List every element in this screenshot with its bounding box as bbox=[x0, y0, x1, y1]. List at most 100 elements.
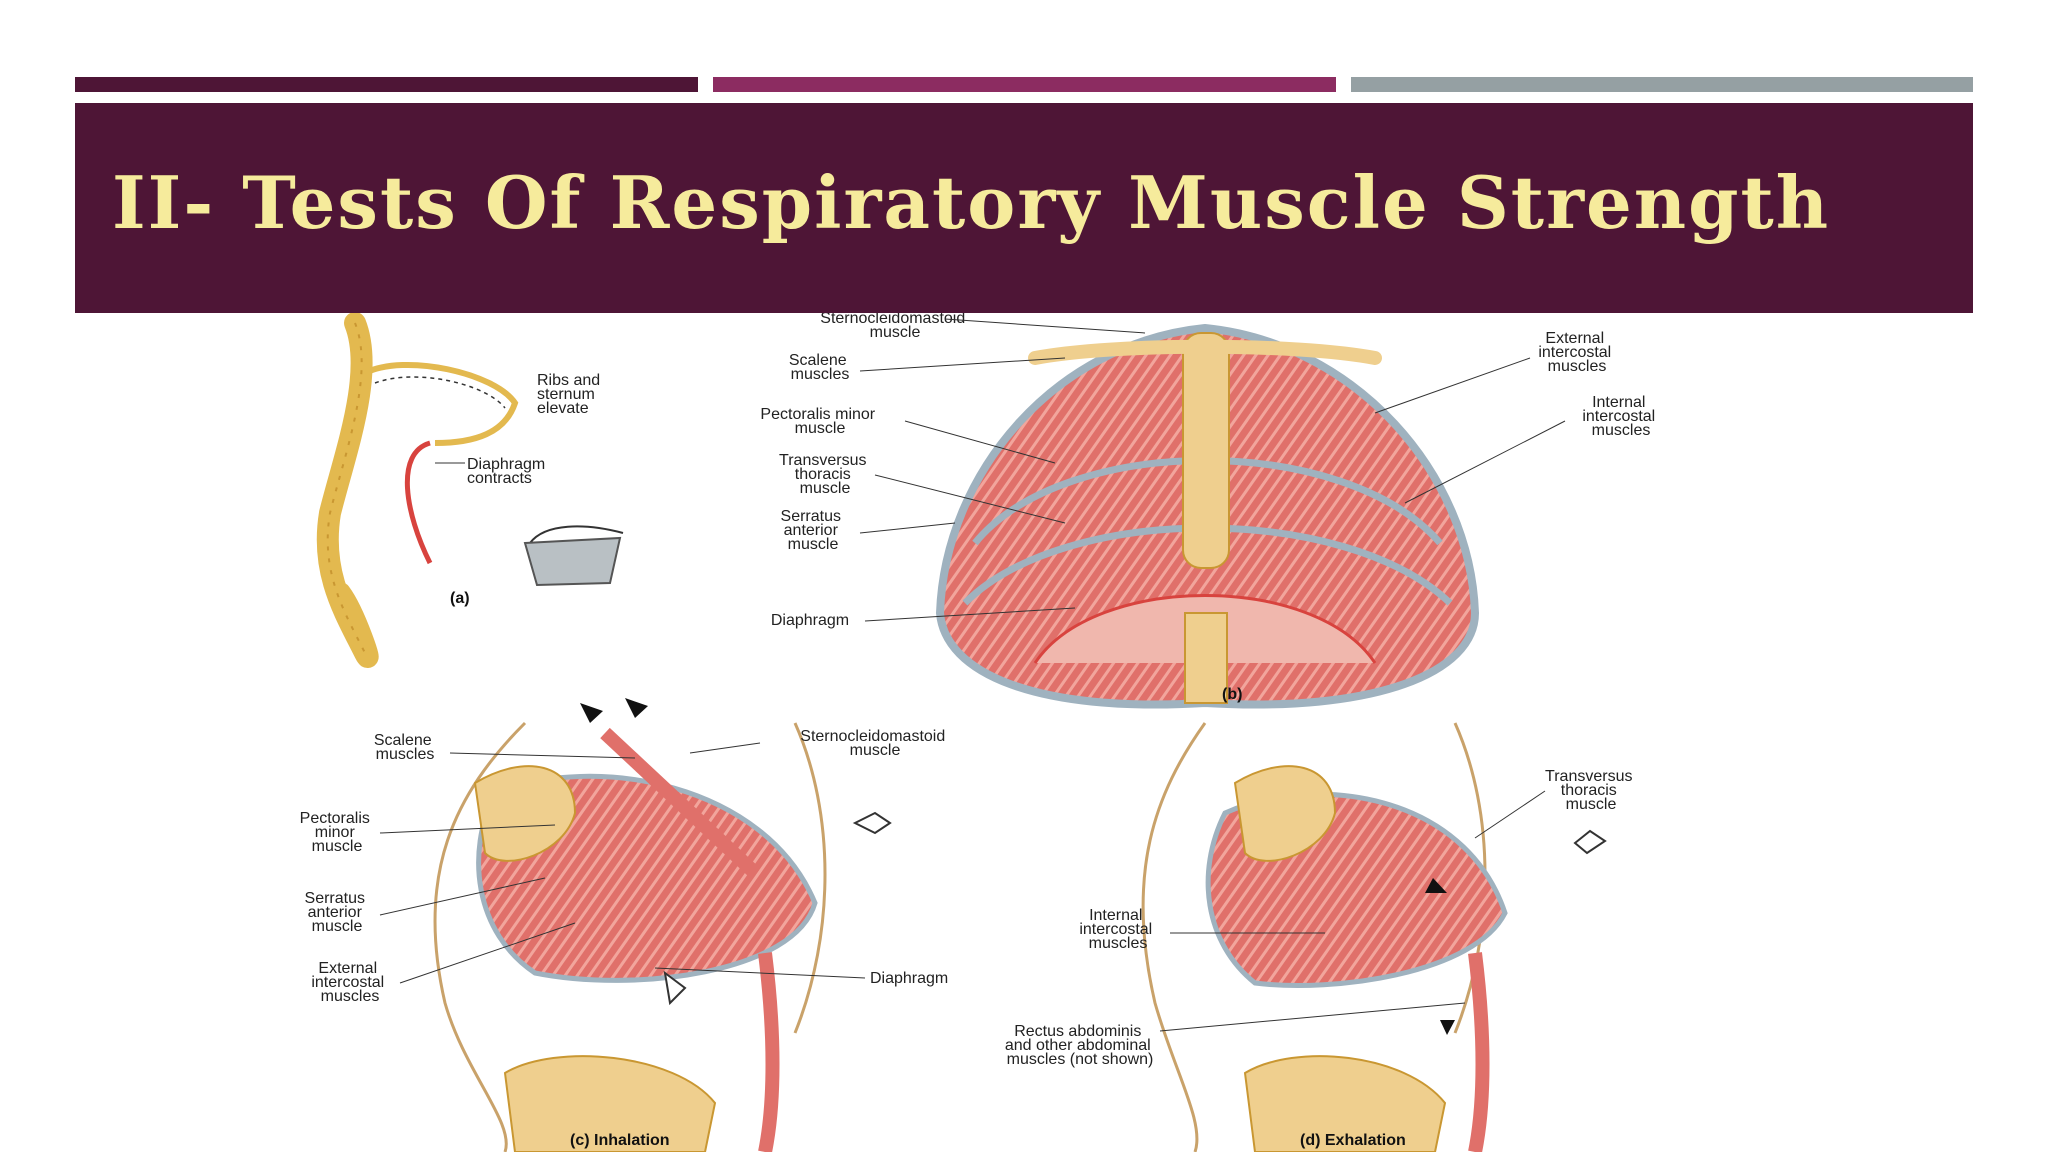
svg-text:Diaphragm: Diaphragm bbox=[771, 612, 849, 629]
label-d-int-intercostal-line1: Internal bbox=[1089, 907, 1142, 924]
svg-text:Sternocleidomastoid musc: Sternocleidomastoid muscle bbox=[820, 313, 969, 341]
label-b-ext-intercostal-line2: intercostal bbox=[1538, 344, 1611, 361]
respiratory-muscles-figure: Ribs and sternum elevate Diaphragm contr… bbox=[300, 313, 1659, 1152]
arrow-outline-left-icon bbox=[1573, 829, 1607, 855]
accent-bar-gray bbox=[1351, 77, 1973, 92]
bucket-icon bbox=[523, 536, 622, 587]
label-b-int-intercostal-line1: Internal bbox=[1592, 394, 1645, 411]
title-band bbox=[75, 103, 1973, 313]
svg-text:Pectoralis minor m: Pectoralis minor muscle bbox=[300, 810, 375, 855]
label-c-diaphragm: Diaphragm bbox=[870, 970, 948, 987]
svg-text:Transversus thoracis: Transversus thoracis muscle bbox=[1545, 768, 1637, 813]
svg-text:Scalene muscles: Scalene muscles bbox=[374, 732, 436, 763]
rib-outline bbox=[363, 361, 519, 446]
svg-text:Ribs and sternum e: Ribs and sternum elevate bbox=[537, 372, 605, 417]
label-b-serratus-line1: Serratus bbox=[781, 508, 841, 525]
label-c-scm-line1: Sternocleidomastoid bbox=[800, 728, 945, 745]
label-b-diaphragm: Diaphragm bbox=[771, 612, 849, 629]
svg-text:Pectoralis minor muscle: Pectoralis minor muscle bbox=[760, 406, 879, 437]
label-b-scalene-line2: muscles bbox=[791, 366, 850, 383]
pelvis-c bbox=[503, 1055, 717, 1152]
accent-bar-dark bbox=[75, 77, 698, 92]
label-c-pec-minor-line1: Pectoralis bbox=[300, 810, 370, 827]
label-d-transversus-line1: Transversus bbox=[1545, 768, 1632, 785]
label-c-serratus-line1: Serratus bbox=[305, 890, 365, 907]
svg-text:External intercostal: External intercostal muscles bbox=[311, 960, 388, 1005]
caption-c: (c) Inhalation bbox=[570, 1132, 670, 1149]
label-b-ext-intercostal-line3: muscles bbox=[1548, 358, 1607, 375]
label-c-scalene-line1: Scalene bbox=[374, 732, 432, 749]
vertebra bbox=[1184, 612, 1228, 704]
sternum bbox=[1182, 332, 1230, 569]
arrow-up-icon-1 bbox=[580, 703, 603, 723]
panel-c: Scalene muscles Sternocleidomastoid musc… bbox=[300, 698, 949, 1152]
label-c-scm-line2: muscle bbox=[850, 742, 901, 759]
svg-text:Internal intercostal: Internal intercostal muscles bbox=[1582, 394, 1659, 439]
arrow-down-icon-1 bbox=[1440, 1020, 1455, 1035]
scapula-c bbox=[473, 765, 577, 862]
clavicle bbox=[1028, 339, 1382, 365]
arrow-outline-right-icon bbox=[852, 811, 892, 835]
arrow-down-icon-2 bbox=[1425, 878, 1447, 893]
svg-text:Scalene muscles: Scalene muscles bbox=[789, 352, 851, 383]
caption-a: (a) bbox=[450, 590, 470, 607]
label-d-rectus-line3: muscles (not shown) bbox=[1007, 1051, 1154, 1068]
label-diaphragm-contracts-line1: Diaphragm bbox=[467, 456, 545, 473]
label-c-pec-minor-line2: minor bbox=[315, 824, 356, 841]
rectus-muscle-c bbox=[758, 952, 780, 1152]
svg-text:Serratus anterior: Serratus anterior muscle bbox=[305, 890, 370, 935]
scapula-d bbox=[1233, 765, 1337, 862]
svg-text:Serratus anterior: Serratus anterior muscle bbox=[781, 508, 846, 553]
label-d-int-intercostal-line3: muscles bbox=[1089, 935, 1148, 952]
label-b-int-intercostal-line2: intercostal bbox=[1582, 408, 1655, 425]
svg-text:Rectus abdominis and oth: Rectus abdominis and other abdominal mus… bbox=[1005, 1023, 1155, 1068]
spine-illustration bbox=[316, 313, 379, 668]
arrow-outline-down-icon bbox=[663, 970, 687, 1006]
label-b-scm-line2: muscle bbox=[870, 324, 921, 341]
label-b-int-intercostal-line3: muscles bbox=[1592, 422, 1651, 439]
label-ribs-line2: sternum bbox=[537, 386, 595, 403]
label-c-pec-minor-line3: muscle bbox=[312, 838, 363, 855]
label-d-transversus-line3: muscle bbox=[1566, 796, 1617, 813]
label-ribs-line3: elevate bbox=[537, 400, 589, 417]
label-c-ext-intercostal-line1: External bbox=[318, 960, 377, 977]
label-c-serratus-line2: anterior bbox=[308, 904, 363, 921]
svg-text:Internal intercostal: Internal intercostal muscles bbox=[1079, 907, 1156, 952]
label-b-transversus-line1: Transversus bbox=[779, 452, 866, 469]
label-c-serratus-line3: muscle bbox=[312, 918, 363, 935]
label-d-rectus-line2: and other abdominal bbox=[1005, 1037, 1151, 1054]
bucket-handle-icon bbox=[529, 525, 624, 544]
panel-a: Ribs and sternum elevate Diaphragm contr… bbox=[316, 313, 624, 668]
svg-text:Sternocleidomastoid musc: Sternocleidomastoid muscle bbox=[800, 728, 949, 759]
label-ribs-line1: Ribs and bbox=[537, 372, 600, 389]
panel-b: Sternocleidomastoid muscle Scalene muscl… bbox=[760, 313, 1659, 709]
label-b-ext-intercostal-line1: External bbox=[1545, 330, 1604, 347]
label-b-transversus-line2: thoracis bbox=[795, 466, 851, 483]
label-b-scm-line1: Sternocleidomastoid bbox=[820, 313, 965, 327]
pelvis-d bbox=[1243, 1055, 1447, 1152]
label-c-ext-intercostal-line3: muscles bbox=[321, 988, 380, 1005]
caption-d: (d) Exhalation bbox=[1300, 1132, 1406, 1149]
label-d-transversus-line2: thoracis bbox=[1561, 782, 1617, 799]
label-c-ext-intercostal-line2: intercostal bbox=[311, 974, 384, 991]
label-b-serratus-line3: muscle bbox=[788, 536, 839, 553]
rectus-muscle-d bbox=[1468, 952, 1490, 1152]
label-c-scalene-line2: muscles bbox=[376, 746, 435, 763]
label-d-rectus-line1: Rectus abdominis bbox=[1014, 1023, 1141, 1040]
label-b-pec-minor-line1: Pectoralis minor bbox=[760, 406, 875, 423]
label-d-int-intercostal-line2: intercostal bbox=[1079, 921, 1152, 938]
label-b-scalene-line1: Scalene bbox=[789, 352, 847, 369]
accent-bar-magenta bbox=[713, 77, 1336, 92]
svg-text:Diaphragm: Diaphragm bbox=[870, 970, 948, 987]
label-b-pec-minor-line2: muscle bbox=[795, 420, 846, 437]
scm-muscle-c bbox=[600, 727, 760, 879]
arrow-up-icon-2 bbox=[625, 698, 648, 718]
label-b-transversus-line3: muscle bbox=[800, 480, 851, 497]
torso-outline-d bbox=[1141, 722, 1207, 1152]
svg-text:Transversus thoracis: Transversus thoracis muscle bbox=[779, 452, 871, 497]
caption-b: (b) bbox=[1222, 686, 1242, 703]
label-diaphragm-contracts-line2: contracts bbox=[467, 470, 532, 487]
label-b-serratus-line2: anterior bbox=[784, 522, 839, 539]
diaphragm-curve bbox=[404, 440, 433, 565]
svg-text:Diaphragm contracts: Diaphragm contracts bbox=[467, 456, 550, 487]
